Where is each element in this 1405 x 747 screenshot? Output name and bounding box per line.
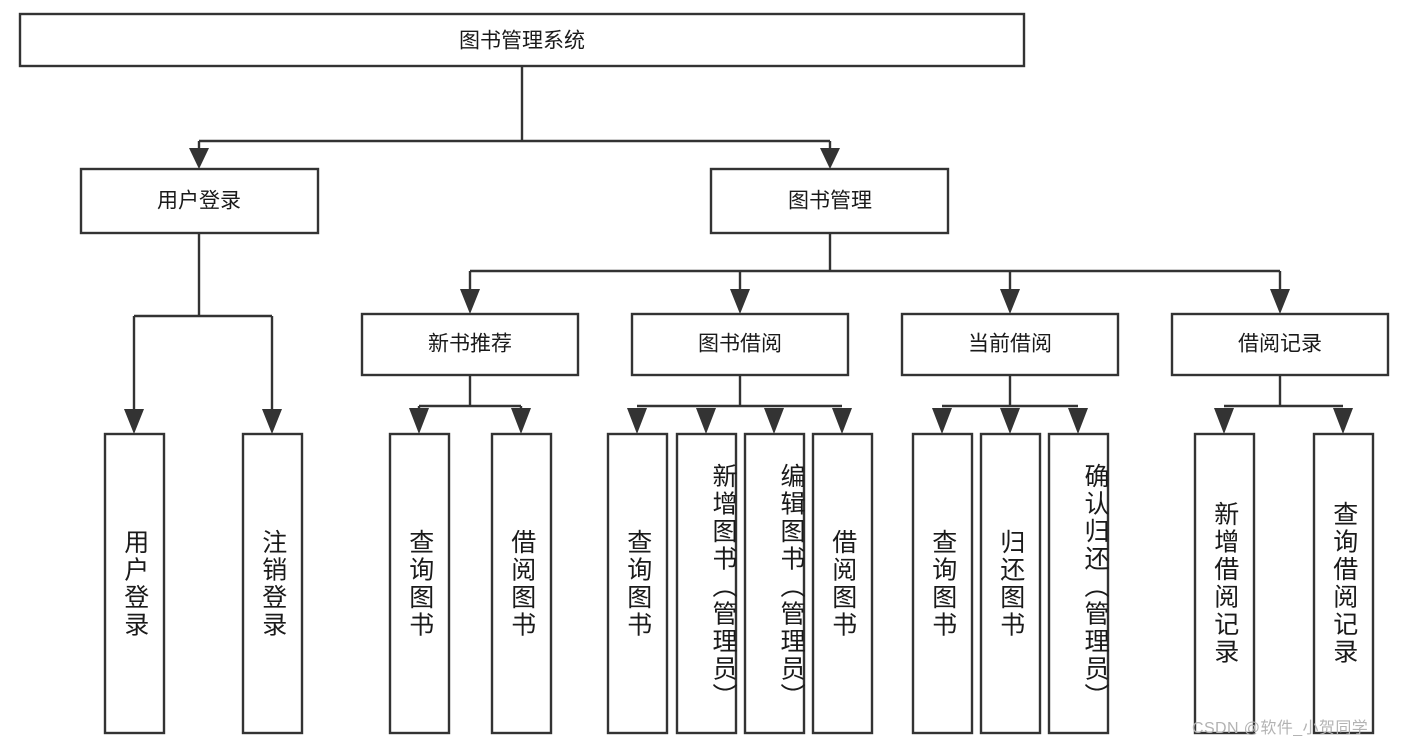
arrow-icon-l3-1 [730, 289, 750, 314]
node-book-borrow-label: 图书借阅 [698, 333, 782, 356]
node-new-book-recommend[interactable]: 新书推荐 [360, 312, 580, 377]
arrow-icon-book-manage [820, 148, 840, 169]
node-current-borrow-label: 当前借阅 [968, 333, 1052, 356]
arrow-icon-l3-0 [460, 289, 480, 314]
leaf-box-bb-1[interactable] [675, 432, 738, 735]
arrow-icon-nb-0 [409, 408, 429, 434]
arrow-icon-br-0 [1214, 408, 1234, 434]
node-current-borrow-box[interactable] [900, 312, 1120, 377]
leaf-box-br-0[interactable] [1193, 432, 1256, 735]
arrow-icon-l3-3 [1270, 289, 1290, 314]
leaf-box-bb-0[interactable] [606, 432, 669, 735]
connector-root-to-level2 [189, 66, 840, 169]
connector-new-book-to-leaves [409, 375, 531, 434]
leaf-box-cb-1[interactable] [979, 432, 1042, 735]
node-root[interactable]: 图书管理系统 [18, 12, 1026, 68]
node-book-borrow[interactable]: 图书借阅 [630, 312, 850, 377]
arrow-icon-user-login [189, 148, 209, 169]
leaf-box-nb-0[interactable] [388, 432, 451, 735]
node-user-login[interactable]: 用户登录 [79, 167, 320, 235]
arrow-icon-cb-0 [932, 408, 952, 434]
node-book-manage-box[interactable] [709, 167, 950, 235]
leaf-box-ul-1[interactable] [241, 432, 304, 735]
arrow-icon-ul-0 [124, 409, 144, 434]
node-book-manage-label: 图书管理 [788, 190, 872, 213]
node-new-book-recommend-label: 新书推荐 [428, 333, 512, 356]
node-new-book-recommend-box[interactable] [360, 312, 580, 377]
node-root-label: 图书管理系统 [459, 30, 585, 53]
connector-book-manage-to-level3 [460, 233, 1290, 314]
node-borrow-record-label: 借阅记录 [1238, 333, 1322, 356]
leaf-box-bb-3[interactable] [811, 432, 874, 735]
leaf-box-cb-2[interactable] [1047, 432, 1110, 735]
arrow-icon-bb-3 [832, 408, 852, 434]
arrow-icon-br-1 [1333, 408, 1353, 434]
arrow-icon-l3-2 [1000, 289, 1020, 314]
node-root-box[interactable] [18, 12, 1026, 68]
node-user-login-label: 用户登录 [157, 190, 241, 213]
node-borrow-record-box[interactable] [1170, 312, 1390, 377]
arrow-icon-ul-1 [262, 409, 282, 434]
arrow-icon-bb-1 [696, 408, 716, 434]
connector-current-borrow-to-leaves [932, 375, 1088, 434]
node-book-manage[interactable]: 图书管理 [709, 167, 950, 235]
node-user-login-box[interactable] [79, 167, 320, 235]
leaf-box-ul-0[interactable] [103, 432, 166, 735]
csdn-watermark: CSDN @软件_小贺同学 [1192, 720, 1369, 737]
connector-borrow-record-to-leaves [1214, 375, 1353, 434]
leaf-box-br-1[interactable] [1312, 432, 1375, 735]
leaf-box-cb-0[interactable] [911, 432, 974, 735]
node-current-borrow[interactable]: 当前借阅 [900, 312, 1120, 377]
node-borrow-record[interactable]: 借阅记录 [1170, 312, 1390, 377]
leaf-box-bb-2[interactable] [743, 432, 806, 735]
node-book-borrow-box[interactable] [630, 312, 850, 377]
arrow-icon-cb-2 [1068, 408, 1088, 434]
connector-user-login-to-leaves [124, 233, 282, 434]
arrow-icon-bb-0 [627, 408, 647, 434]
leaf-box-nb-1[interactable] [490, 432, 553, 735]
arrow-icon-cb-1 [1000, 408, 1020, 434]
arrow-icon-nb-1 [511, 408, 531, 434]
connector-book-borrow-to-leaves [627, 375, 852, 434]
arrow-icon-bb-2 [764, 408, 784, 434]
